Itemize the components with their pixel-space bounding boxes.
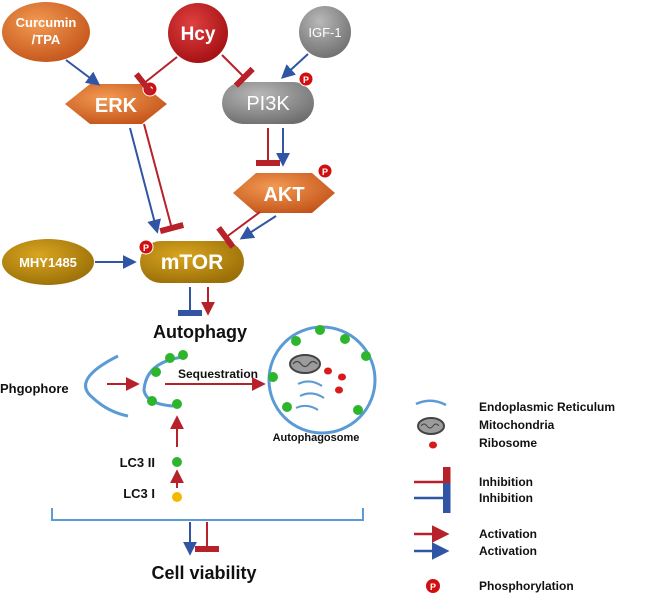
mhy1485-label: MHY1485 bbox=[19, 255, 77, 270]
curcumin-tpa-node: Curcumin /TPA bbox=[2, 2, 90, 62]
svg-text:P: P bbox=[147, 85, 153, 95]
phagophore-label: Phgophore bbox=[0, 381, 69, 396]
mtor-phospho-badge: P bbox=[138, 239, 154, 255]
lc3-i-label: LC3 I bbox=[123, 486, 155, 501]
igf1-label: IGF-1 bbox=[308, 25, 341, 40]
legend: Endoplasmic Reticulum Mitochondria Ribos… bbox=[414, 399, 615, 593]
legend-phosphorylation-label: Phosphorylation bbox=[479, 579, 574, 593]
legend-er-label: Endoplasmic Reticulum bbox=[479, 400, 615, 414]
akt-phospho-badge: P bbox=[317, 163, 333, 179]
pi3k-phospho-badge: P bbox=[298, 71, 314, 87]
lc3-ii-label: LC3 II bbox=[120, 455, 155, 470]
autophagy-label: Autophagy bbox=[153, 322, 247, 342]
phagophore-membrane bbox=[84, 354, 129, 418]
legend-ribosome-icon bbox=[429, 441, 437, 449]
erk-phospho-badge: P bbox=[142, 81, 158, 97]
legend-mitochondria-icon bbox=[417, 417, 445, 435]
legend-activation-red-label: Activation bbox=[479, 527, 537, 541]
er-icon bbox=[295, 404, 319, 411]
svg-text:P: P bbox=[430, 582, 436, 592]
akt-node: AKT bbox=[233, 173, 335, 213]
hcy-label: Hcy bbox=[181, 24, 216, 45]
mitochondria-icon bbox=[289, 354, 321, 374]
akt-inhibits-mtor bbox=[216, 211, 261, 249]
hcy-inhibits-erk bbox=[133, 56, 178, 95]
igf1-to-pi3k-activation bbox=[280, 53, 309, 79]
erk-to-mtor-activation bbox=[129, 127, 161, 234]
svg-text:P: P bbox=[303, 75, 309, 85]
autophagosome bbox=[267, 325, 377, 435]
legend-inhibition-blue-label: Inhibition bbox=[479, 491, 533, 505]
cell-viability-label: Cell viability bbox=[151, 563, 256, 583]
legend-er-icon bbox=[415, 399, 447, 407]
mhy1485-node: MHY1485 bbox=[2, 239, 94, 285]
erk-label: ERK bbox=[95, 95, 138, 117]
curcumin-to-erk-activation bbox=[65, 59, 101, 86]
erk-inhibits-mtor bbox=[143, 123, 185, 235]
svg-text:P: P bbox=[322, 167, 328, 177]
er-icon bbox=[299, 392, 325, 399]
lc3-i-dot bbox=[172, 492, 182, 502]
hcy-node: Hcy bbox=[168, 3, 228, 63]
lc3-ii-dot bbox=[172, 457, 182, 467]
hcy-inhibits-pi3k bbox=[221, 54, 255, 88]
legend-mitochondria-label: Mitochondria bbox=[479, 418, 555, 432]
pi3k-node: PI3K bbox=[222, 82, 314, 124]
autophagy-bracket bbox=[51, 508, 364, 521]
sequestering-membrane bbox=[142, 350, 188, 409]
mtor-node: mTOR bbox=[140, 241, 244, 283]
mtor-label: mTOR bbox=[161, 251, 224, 274]
pi3k-label: PI3K bbox=[246, 93, 290, 115]
igf1-node: IGF-1 bbox=[299, 6, 351, 58]
ribosome-icon bbox=[335, 386, 343, 394]
sequestration-label: Sequestration bbox=[178, 367, 258, 381]
legend-activation-blue-label: Activation bbox=[479, 544, 537, 558]
autophagosome-label: Autophagosome bbox=[273, 432, 360, 444]
legend-phosphorylation-icon: P bbox=[426, 579, 440, 593]
svg-text:P: P bbox=[143, 243, 149, 253]
akt-to-mtor-activation bbox=[239, 215, 277, 240]
er-icon bbox=[297, 380, 323, 387]
akt-label: AKT bbox=[263, 184, 304, 206]
ribosome-icon bbox=[324, 367, 332, 375]
legend-ribosome-label: Ribosome bbox=[479, 436, 537, 450]
ribosome-icon bbox=[338, 373, 346, 381]
curcumin-label-line2: /TPA bbox=[32, 32, 61, 47]
legend-inhibition-red-label: Inhibition bbox=[479, 475, 533, 489]
curcumin-label-line1: Curcumin bbox=[16, 15, 77, 30]
